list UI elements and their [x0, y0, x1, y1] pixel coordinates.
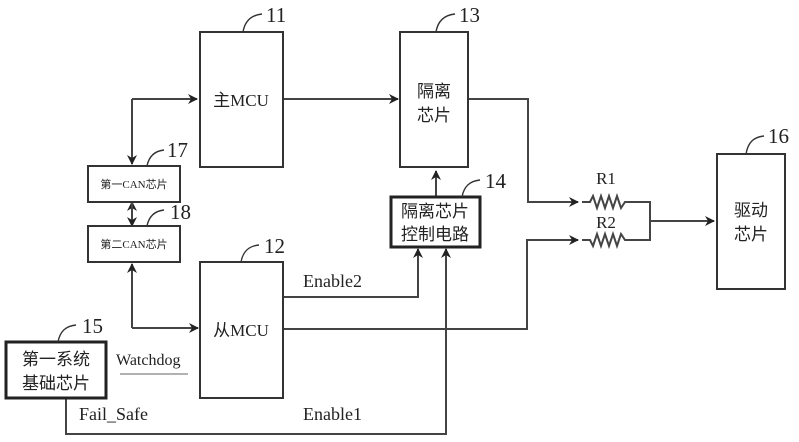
r1-label: R1: [596, 169, 616, 188]
driver-chip-label-1: 驱动: [734, 201, 768, 220]
can-chip-1-label: 第一CAN芯片: [100, 177, 167, 191]
wire-enable1-fail-safe: [65, 248, 451, 435]
ref-14: 14: [485, 169, 507, 193]
fail-safe-label: Fail_Safe: [79, 404, 148, 424]
leader-18: [146, 209, 165, 227]
isolation-chip-label-2: 芯片: [417, 106, 451, 125]
isolation-ctrl-label-2: 控制电路: [401, 225, 469, 244]
leader-17: [146, 149, 165, 167]
slave-mcu-label: 从MCU: [213, 321, 269, 340]
ref-18: 18: [170, 200, 191, 224]
can-chip-1-block: [87, 165, 181, 203]
enable2-label: Enable2: [303, 271, 362, 291]
wire-slave-mcu-to-r2: [283, 235, 579, 330]
wire-enable2: [283, 248, 423, 298]
system-base-chip-block: [4, 340, 108, 400]
isolation-ctrl-label-1: 隔离芯片: [401, 202, 469, 221]
isolation-chip-label-1: 隔离: [417, 82, 451, 101]
ref-16: 16: [768, 124, 789, 148]
leader-12: [240, 244, 260, 263]
enable1-label: Enable1: [303, 404, 362, 424]
ref-15: 15: [82, 314, 103, 338]
driver-chip-block: [716, 153, 786, 290]
driver-chip-label-2: 芯片: [734, 225, 768, 244]
resistor-network: [582, 192, 651, 250]
leader-13: [435, 13, 456, 33]
system-base-chip-label-1: 第一系统: [22, 350, 90, 369]
main-mcu-label: 主MCU: [213, 91, 269, 110]
leader-15: [57, 324, 77, 343]
watchdog-label: Watchdog: [116, 352, 180, 369]
isolation-ctrl-block: [389, 195, 482, 249]
can-chip-2-label: 第二CAN芯片: [100, 237, 167, 251]
r2-label: R2: [596, 213, 616, 232]
main-mcu-block: [199, 31, 284, 168]
leader-16: [745, 135, 765, 155]
ref-17: 17: [167, 138, 188, 162]
leader-14: [461, 179, 481, 198]
wire-isolation-to-r1: [468, 98, 579, 207]
ref-12: 12: [264, 234, 285, 258]
can-chip-2-block: [87, 225, 181, 263]
isolation-chip-block: [399, 31, 469, 168]
ref-13: 13: [459, 3, 480, 27]
system-base-chip-label-2: 基础芯片: [22, 374, 90, 393]
leader-11: [242, 13, 263, 33]
ref-11: 11: [266, 3, 286, 27]
slave-mcu-block: [199, 261, 284, 399]
